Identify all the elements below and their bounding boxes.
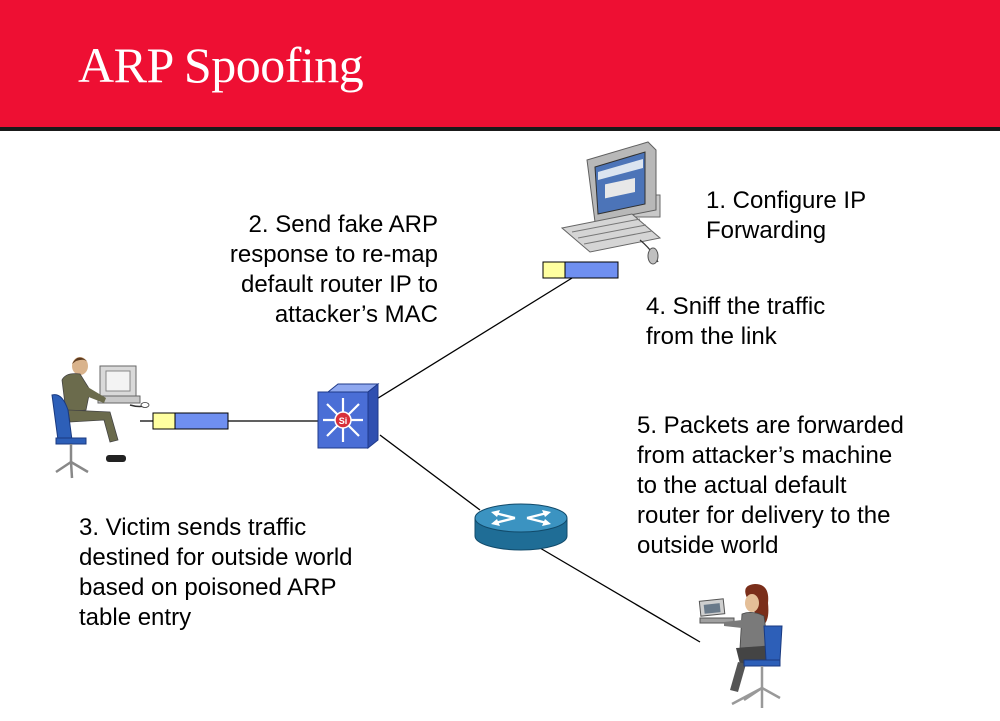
step-2-send-fake-arp: 2. Send fake ARP response to re-map defa…: [229, 211, 438, 328]
title-divider: [0, 127, 1000, 131]
internet-link: [539, 547, 701, 643]
router-link: [379, 434, 481, 511]
attacker-packet: [542, 261, 619, 279]
victim-packet: [152, 412, 229, 430]
remote-user-icon: [698, 584, 783, 708]
slide-title: ARP Spoofing: [78, 37, 364, 93]
step-5-packets-forwarded: 5. Packets are forwarded from attacker’s…: [637, 412, 904, 559]
title-bar: [0, 0, 1000, 127]
step-4-sniff-traffic: 4. Sniff the traffic from the link: [646, 293, 826, 350]
attacker-link: [374, 269, 586, 401]
step-1-configure-ip-forwarding: 1. Configure IP Forwarding: [706, 187, 867, 244]
attacker-computer-icon: [560, 141, 662, 265]
router-icon: [474, 503, 568, 551]
victim-workstation-icon: [51, 357, 150, 479]
step-3-victim-sends-traffic: 3. Victim sends traffic destined for out…: [79, 514, 353, 631]
svg-text:Si: Si: [339, 416, 348, 426]
layer3-switch-icon: Si: [317, 382, 380, 450]
